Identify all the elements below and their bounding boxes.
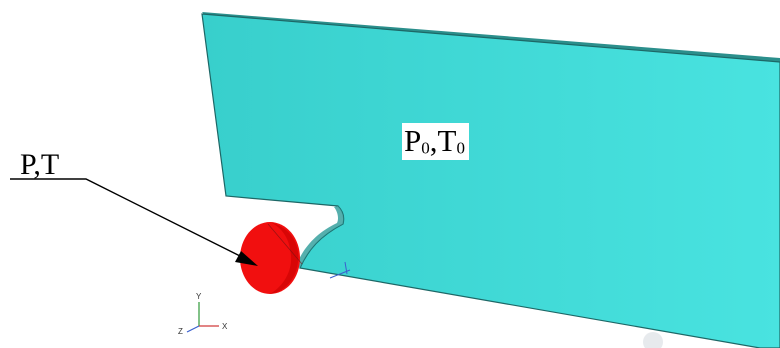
axis-z-line (186, 325, 200, 333)
sphere-edge-line (267, 223, 303, 265)
leader-line (10, 178, 253, 263)
chamber-t-subscript: 0 (456, 138, 465, 158)
plate-face (201, 13, 780, 348)
chamber-p: P (404, 123, 422, 158)
source-pressure-temperature-label: P,T (20, 148, 60, 181)
plate-notch-edge (296, 206, 344, 268)
chamber-pressure-temperature-label: P0,T0 (402, 123, 469, 160)
local-axis-y (344, 261, 348, 275)
chamber-p-subscript: 0 (421, 138, 430, 158)
axis-y-label: Y (196, 292, 202, 301)
source-sphere (240, 222, 300, 294)
axis-z-label: Z (178, 327, 183, 336)
axis-triad: Y X Z (178, 292, 228, 336)
leader-arrowhead (235, 251, 258, 266)
chamber-separator: , (429, 123, 438, 158)
source-sphere-shade (270, 222, 299, 294)
chamber-t: T (437, 123, 457, 158)
axis-x-label: X (222, 322, 228, 331)
corner-watermark (643, 332, 663, 348)
